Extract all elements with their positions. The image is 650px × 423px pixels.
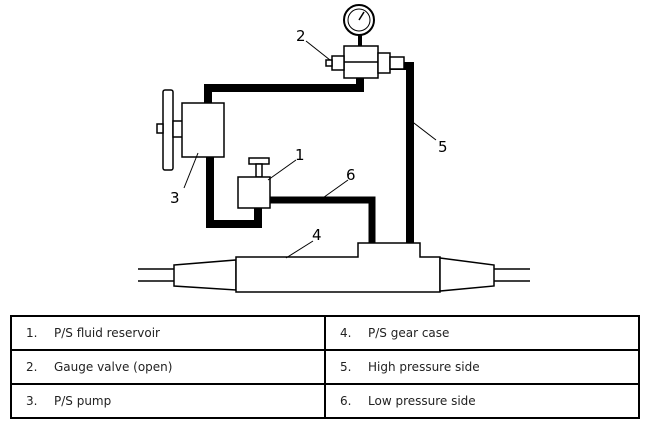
leader-4 [285, 240, 314, 259]
callout-1: 1 [295, 146, 305, 164]
leader-1 [267, 159, 297, 181]
callout-2: 2 [296, 27, 306, 45]
power-steering-pressure-test-diagram: 1 2 3 4 5 6 [138, 4, 530, 293]
legend-number: 2. [26, 360, 38, 374]
legend-cell: 2. Gauge valve (open) [10, 349, 326, 385]
legend-number: 4. [340, 326, 352, 340]
legend-cell: 6. Low pressure side [324, 383, 640, 419]
low-pressure-line [270, 196, 376, 243]
gauge-valve [325, 45, 405, 79]
legend-number: 6. [340, 394, 352, 408]
callout-6: 6 [346, 166, 356, 184]
leader-3 [183, 152, 199, 189]
leader-6 [319, 179, 349, 201]
legend-label: Low pressure side [368, 394, 476, 408]
callout-5: 5 [438, 138, 448, 156]
ps-pump [156, 89, 225, 171]
pressure-gauge [343, 4, 375, 36]
leader-5 [409, 119, 437, 141]
legend-cell: 5. High pressure side [324, 349, 640, 385]
callout-4: 4 [312, 226, 322, 244]
legend-cell: 3. P/S pump [10, 383, 326, 419]
legend-number: 1. [26, 326, 38, 340]
legend-label: Gauge valve (open) [54, 360, 173, 374]
legend-label: P/S fluid reservoir [54, 326, 160, 340]
legend-label: P/S gear case [368, 326, 450, 340]
legend-cell: 4. P/S gear case [324, 315, 640, 351]
legend-row: 1. P/S fluid reservoir 4. P/S gear case [10, 315, 640, 351]
legend-row: 3. P/S pump 6. Low pressure side [10, 383, 640, 419]
legend-label: P/S pump [54, 394, 112, 408]
ps-gear-case [138, 242, 530, 293]
legend-cell: 1. P/S fluid reservoir [10, 315, 326, 351]
ps-fluid-reservoir [237, 157, 271, 209]
legend-row: 2. Gauge valve (open) 5. High pressure sid… [10, 349, 640, 385]
legend-number: 3. [26, 394, 38, 408]
leader-2 [305, 40, 331, 61]
callout-3: 3 [170, 189, 180, 207]
legend-number: 5. [340, 360, 352, 374]
legend-label: High pressure side [368, 360, 480, 374]
hose-pump-to-reservoir [206, 156, 262, 228]
legend-table: 1. P/S fluid reservoir 4. P/S gear case 2.… [10, 315, 640, 419]
